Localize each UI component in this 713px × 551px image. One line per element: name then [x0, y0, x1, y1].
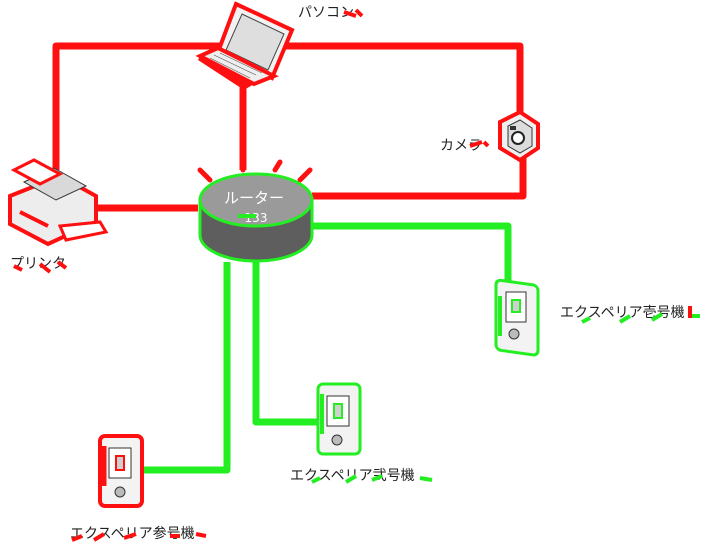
pc-label: パソコン — [298, 5, 354, 21]
phone-icon[interactable] — [98, 434, 144, 508]
link-router-camera — [312, 148, 527, 200]
camera-label: カメラ — [440, 138, 482, 154]
green-links[interactable] — [140, 222, 512, 474]
phone-icon[interactable] — [494, 278, 540, 357]
router-status-ticks — [197, 157, 313, 183]
phone-icon[interactable] — [316, 382, 362, 456]
xperia1-label: エクスペリア壱号機 — [560, 304, 685, 321]
camera-icon[interactable] — [498, 109, 540, 163]
link-router-xperia3 — [140, 262, 231, 474]
link-router-xperia2 — [252, 262, 320, 426]
red-links — [52, 42, 527, 212]
router[interactable]: ルーター 133 — [197, 157, 314, 263]
link-printer-pc — [52, 42, 524, 170]
printer-icon[interactable] — [8, 158, 109, 247]
printer-label: プリンタ — [10, 256, 66, 272]
laptop-icon[interactable] — [195, 1, 295, 90]
link-router-xperia1 — [312, 222, 512, 285]
router-label: ルーター — [224, 189, 284, 207]
